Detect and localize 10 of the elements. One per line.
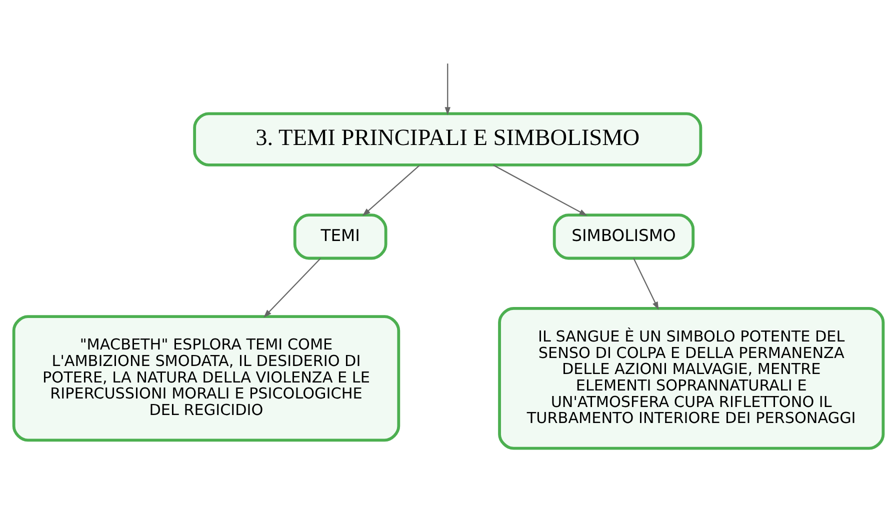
node-box: TEMI (292, 214, 387, 260)
node-box: IL SANGUE È UN SIMBOLO POTENTE DEL SENSO DI COLPA E DELLA PERMANENZA DELLE AZIONI MALVAGIE, MENTRE ELEMENTI SOPRANNATURALI E UN'ATMOSFERA CUPA RIFLETTONO IL TURBAMENTO INTERIORE DEI PERSONAGGI (498, 306, 884, 450)
node-box: "MACBETH" ESPLORA TEMI COME L'AMBIZIONE SMODATA, IL DESIDERIO DI POTERE, LA NATURA DELLA VIOLENZA E LE RIPERCUSSIONI MORALI E PSICOLOGICHE DEL REGICIDIO (12, 315, 400, 442)
arrow (444, 64, 450, 116)
arrow (362, 165, 420, 216)
arrow (263, 258, 320, 318)
node-box: 3. TEMI PRINCIPALI E SIMBOLISMO (192, 112, 702, 166)
arrow (632, 258, 658, 310)
node-box: SIMBOLISMO (552, 214, 694, 260)
arrow (492, 164, 587, 216)
